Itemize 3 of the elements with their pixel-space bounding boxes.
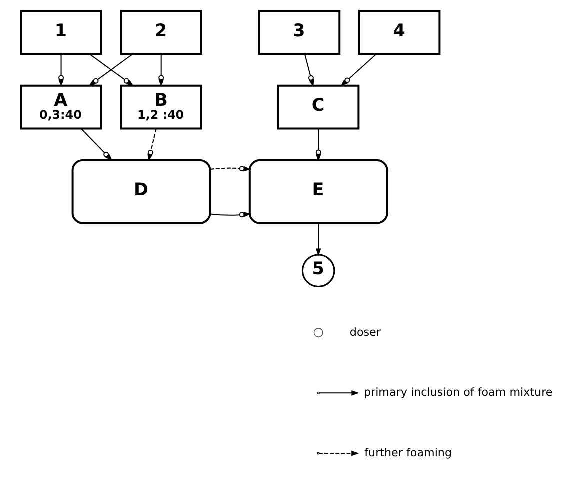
legend-label: further foaming (364, 446, 452, 460)
legend-label: primary inclusion of foam mixture (364, 386, 553, 400)
legend-label: doser (350, 326, 381, 339)
